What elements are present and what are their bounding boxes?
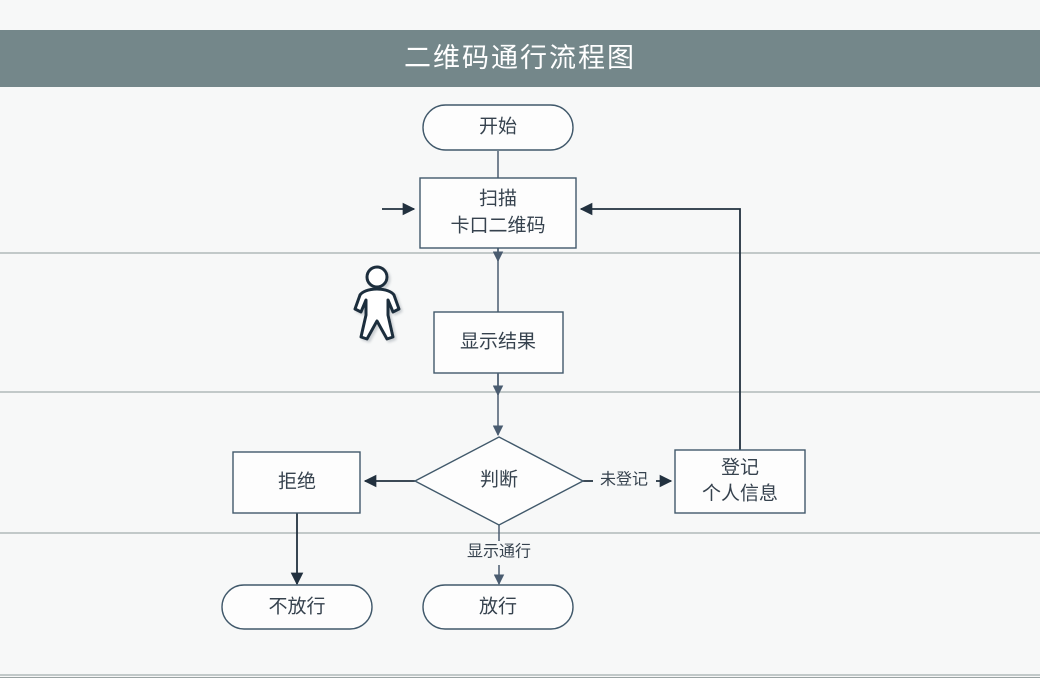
node-result-label: 显示结果: [460, 330, 536, 352]
node-pass[interactable]: 放行: [422, 584, 574, 630]
node-register-label-line1: 登记: [721, 456, 759, 478]
edge-label-unregistered: 未登记: [600, 471, 648, 489]
edge-label-unregistered-bg: [593, 469, 656, 493]
node-pass-label: 放行: [479, 595, 517, 617]
node-judge-label: 判断: [480, 468, 518, 490]
flowchart-svg: 开始 扫描 卡口二维码 显示结果 判断: [0, 104, 1040, 676]
node-scan-shape: [419, 177, 577, 249]
edge-label-unregistered-group: 未登记: [593, 469, 656, 493]
edge-label-show-pass-bg: [452, 541, 546, 565]
diagram-canvas: 开始 扫描 卡口二维码 显示结果 判断: [0, 87, 1040, 678]
node-nopass-label: 不放行: [268, 595, 325, 617]
node-start-shape: [422, 104, 574, 151]
actor-icon: [353, 265, 401, 341]
actor-head-icon: [365, 265, 389, 289]
actor-body-icon: [353, 287, 401, 341]
node-pass-shape: [422, 584, 574, 630]
node-result[interactable]: 显示结果: [433, 311, 564, 374]
node-start-label: 开始: [479, 115, 517, 137]
node-reject-shape: [232, 451, 361, 514]
edge-label-show-pass: 显示通行: [467, 543, 531, 561]
node-reject[interactable]: 拒绝: [232, 451, 361, 514]
node-result-shape: [433, 311, 564, 374]
node-scan-label-line2: 卡口二维码: [450, 214, 545, 236]
node-scan[interactable]: 扫描 卡口二维码: [419, 177, 577, 249]
node-nopass[interactable]: 不放行: [221, 584, 373, 630]
node-register-shape: [674, 449, 806, 514]
node-register[interactable]: 登记 个人信息: [674, 449, 806, 514]
title-bar: 二维码通行流程图: [0, 30, 1040, 87]
edge-register-to-scan-feedback: [579, 202, 741, 450]
node-reject-label: 拒绝: [278, 470, 316, 492]
node-judge-shape: [413, 436, 585, 526]
node-nopass-shape: [221, 584, 373, 630]
node-scan-label-line1: 扫描: [479, 187, 517, 209]
node-register-label-line2: 个人信息: [702, 482, 778, 504]
node-start[interactable]: 开始: [422, 104, 574, 151]
top-strip: [0, 0, 1040, 30]
edge-label-show-pass-group: 显示通行: [452, 541, 546, 565]
page-title: 二维码通行流程图: [404, 43, 636, 73]
node-judge[interactable]: 判断: [413, 436, 585, 526]
